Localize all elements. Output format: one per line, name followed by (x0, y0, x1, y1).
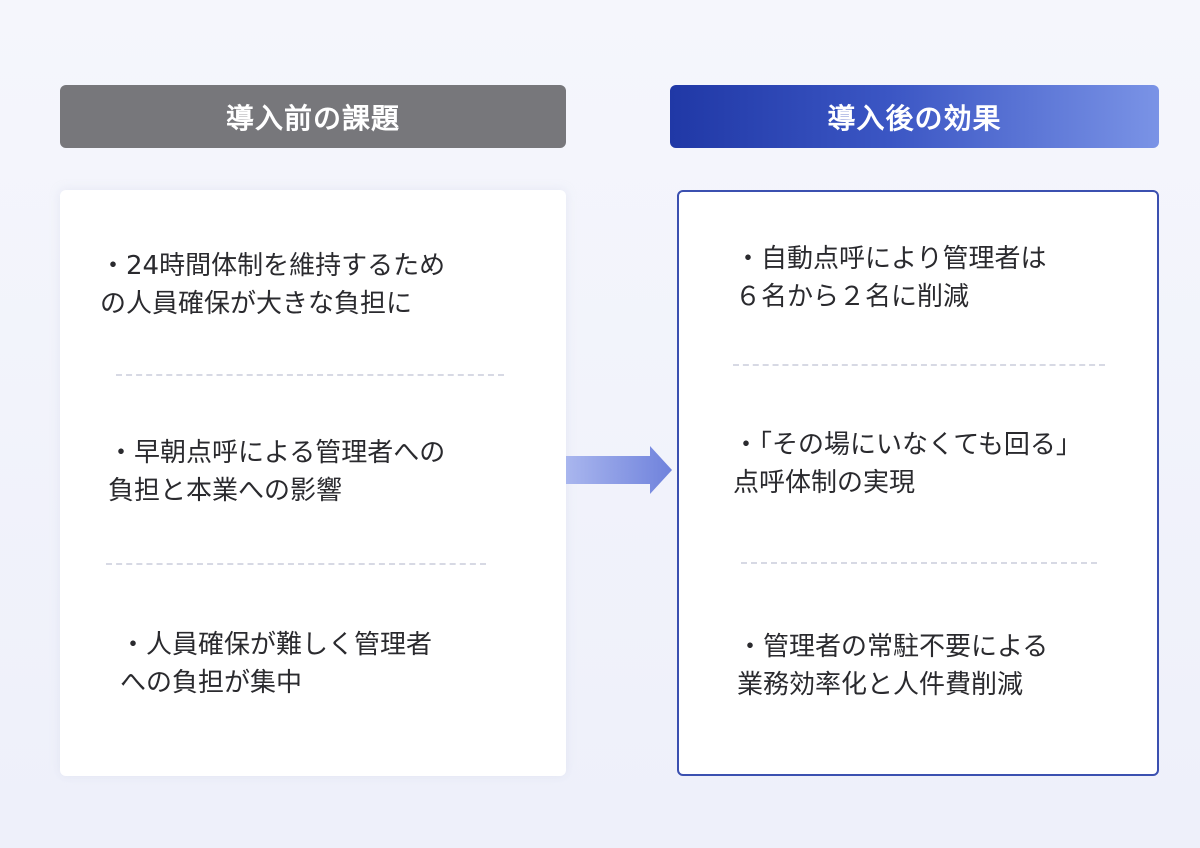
before-item-3-line2: への負担が集中 (120, 668, 303, 698)
before-item-3: ・人員確保が難しく管理者 への負担が集中 (120, 626, 432, 702)
after-header: 導入後の効果 (670, 85, 1159, 148)
before-divider-2 (106, 563, 486, 565)
after-item-3: ・管理者の常駐不要による 業務効率化と人件費削減 (737, 628, 1048, 704)
before-item-1-line1: ・24時間体制を維持するため (100, 251, 446, 281)
before-item-1-line2: の人員確保が大きな負担に (100, 289, 413, 319)
before-panel: ・24時間体制を維持するため の人員確保が大きな負担に ・早朝点呼による管理者へ… (60, 190, 566, 776)
before-item-3-line1: ・人員確保が難しく管理者 (120, 630, 433, 660)
after-item-3-line2: 業務効率化と人件費削減 (737, 670, 1024, 700)
after-panel: ・自動点呼により管理者は ６名から２名に削減 ・「その場にいなくても回る」 点呼… (677, 190, 1159, 776)
after-item-2: ・「その場にいなくても回る」 点呼体制の実現 (733, 426, 1082, 502)
after-item-1-line1: ・自動点呼により管理者は (735, 244, 1047, 274)
before-divider-1 (116, 374, 504, 376)
after-item-1: ・自動点呼により管理者は ６名から２名に削減 (735, 240, 1046, 316)
after-item-1-line2: ６名から２名に削減 (735, 282, 970, 312)
before-item-2: ・早朝点呼による管理者への 負担と本業への影響 (108, 434, 445, 510)
arrow-right-icon (566, 446, 672, 494)
after-item-3-line1: ・管理者の常駐不要による (737, 632, 1049, 662)
before-header: 導入前の課題 (60, 85, 566, 148)
after-item-2-line1: ・「その場にいなくても回る」 (733, 430, 1082, 460)
before-title: 導入前の課題 (225, 101, 400, 135)
after-divider-1 (733, 364, 1105, 366)
before-item-2-line2: 負担と本業への影響 (108, 476, 343, 506)
after-item-2-line2: 点呼体制の実現 (733, 468, 916, 498)
after-divider-2 (741, 562, 1097, 564)
before-item-1: ・24時間体制を維持するため の人員確保が大きな負担に (100, 247, 445, 323)
before-item-2-line1: ・早朝点呼による管理者への (108, 438, 446, 468)
after-title: 導入後の効果 (827, 101, 1002, 135)
